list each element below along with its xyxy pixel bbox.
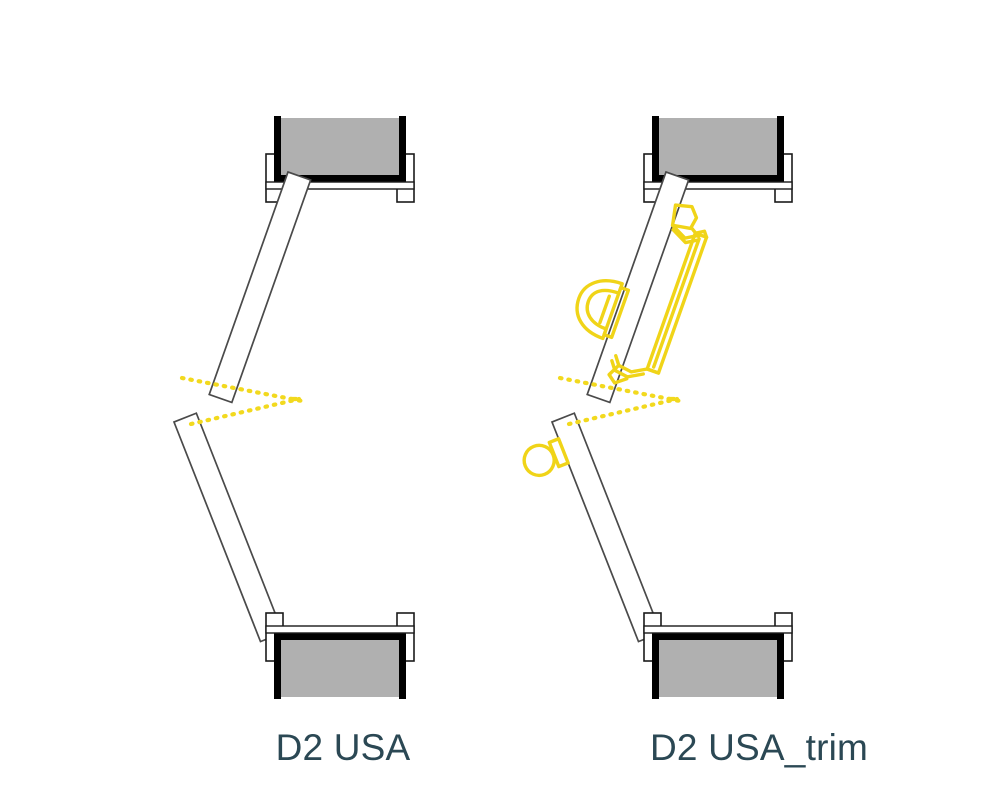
bottom-frame-block bbox=[265, 612, 415, 700]
swing-arc-lower bbox=[566, 396, 680, 427]
lever-knob[interactable] bbox=[520, 437, 570, 480]
figure-right bbox=[520, 115, 793, 700]
upper-door-leaf bbox=[586, 171, 690, 404]
bottom-frame-block bbox=[643, 612, 793, 700]
push-bar-bracket-top bbox=[670, 203, 709, 245]
caption-row: D2 USA D2 USA_trim bbox=[0, 718, 1000, 778]
swing-arc-tail bbox=[287, 396, 299, 403]
swing-arc-upper bbox=[179, 375, 305, 404]
lower-door-leaf bbox=[551, 412, 662, 643]
lower-door-leaf bbox=[173, 412, 284, 643]
door-hardware-group bbox=[569, 203, 709, 385]
pull-handle[interactable] bbox=[569, 272, 631, 341]
figure-left bbox=[173, 115, 415, 700]
upper-door-leaf bbox=[208, 171, 312, 404]
lever-knob-group bbox=[520, 437, 570, 480]
swing-arc-upper bbox=[557, 375, 683, 404]
figure-right-caption: D2 USA_trim bbox=[649, 727, 869, 768]
swing-arc-lower bbox=[188, 396, 302, 427]
figure-left-caption: D2 USA bbox=[275, 727, 411, 768]
swing-arc-tail bbox=[665, 396, 677, 403]
push-bar-bracket-bottom bbox=[607, 354, 661, 385]
